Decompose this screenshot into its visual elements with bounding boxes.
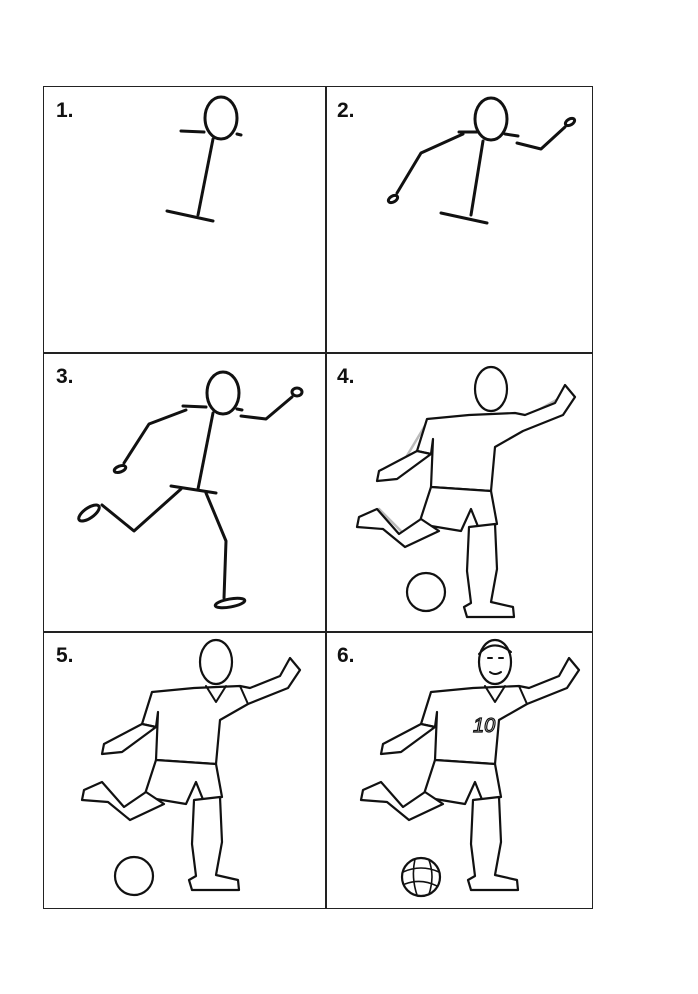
ball-icon xyxy=(405,571,447,613)
step-label: 6. xyxy=(337,644,355,667)
step-3-panel: 3. xyxy=(44,353,325,632)
step-label: 2. xyxy=(337,99,355,122)
stick-figure-step-3 xyxy=(77,370,304,610)
grid-divider-row2 xyxy=(44,631,592,633)
step-label: 1. xyxy=(56,99,74,122)
step-6-panel: 6. 10 xyxy=(325,632,594,910)
step-label: 3. xyxy=(56,365,74,388)
step-1-panel: 1. xyxy=(44,87,325,353)
player-outline-step-4 xyxy=(355,365,577,619)
step-4-panel: 4. xyxy=(325,353,594,632)
grid-divider-vertical xyxy=(325,87,327,908)
steps-grid: 1. 2. 3. xyxy=(43,86,593,909)
jersey-number: 10 xyxy=(473,715,495,737)
step-label: 4. xyxy=(337,365,355,388)
player-outline-step-5 xyxy=(80,638,302,897)
step-2-panel: 2. xyxy=(325,87,594,353)
step-label: 5. xyxy=(56,644,74,667)
grid-divider-row1 xyxy=(44,352,592,354)
ball-icon xyxy=(113,855,155,897)
player-final-step-6: 10 xyxy=(359,638,581,898)
soccer-ball-icon xyxy=(400,856,442,898)
step-5-panel: 5. xyxy=(44,632,325,910)
stick-figure-step-2 xyxy=(386,96,577,225)
stick-figure-step-1 xyxy=(165,95,243,223)
